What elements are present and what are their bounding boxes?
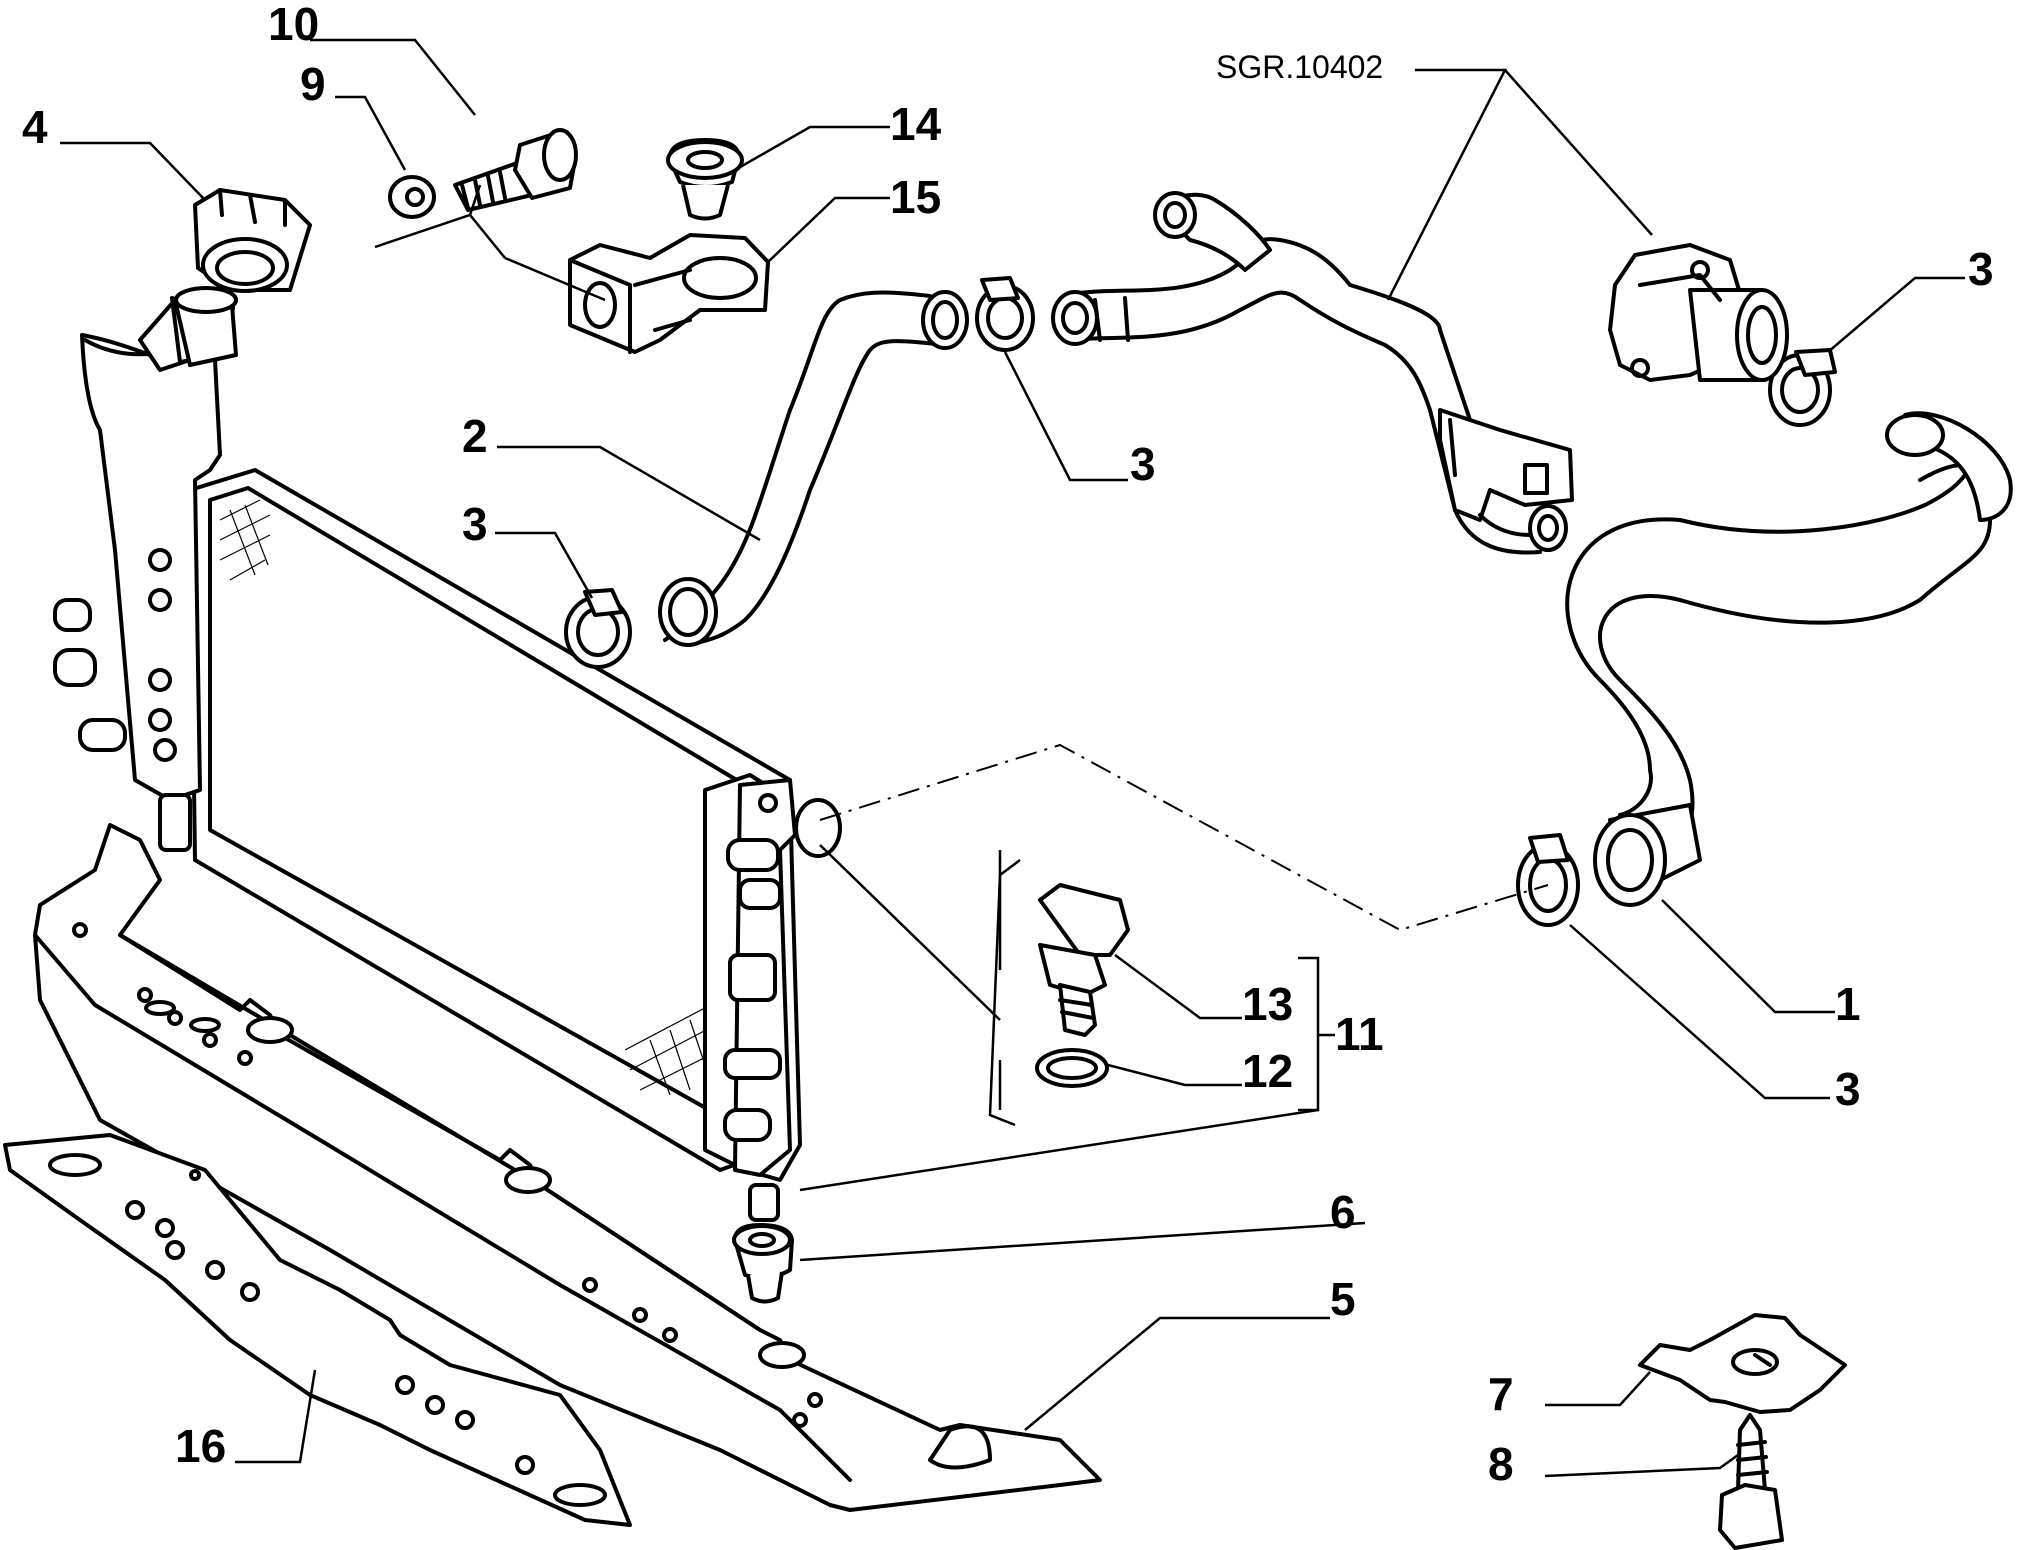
callout-lines bbox=[60, 38, 1965, 1478]
lower-hose bbox=[1565, 411, 2013, 907]
callout-label-3a: 3 bbox=[1130, 438, 1156, 490]
callout-label-3c: 3 bbox=[1968, 243, 1994, 295]
callout-label-9: 9 bbox=[300, 58, 326, 110]
bracket-mark bbox=[988, 859, 1021, 1127]
deflector-panel bbox=[3, 1133, 632, 1527]
reference-label: SGR.10402 bbox=[1216, 49, 1383, 85]
washer bbox=[388, 175, 436, 219]
drain-plug bbox=[1038, 883, 1130, 1037]
callout-label-12: 12 bbox=[1242, 1045, 1293, 1097]
callout-label-16: 16 bbox=[175, 1420, 226, 1472]
callout-label-10: 10 bbox=[268, 0, 319, 50]
callout-label-15: 15 bbox=[890, 171, 941, 223]
bolt bbox=[453, 128, 578, 212]
clip bbox=[1638, 1313, 1847, 1414]
thermostat-housing bbox=[1608, 243, 1789, 382]
callout-label-1: 1 bbox=[1835, 978, 1861, 1030]
callout-label-6: 6 bbox=[1330, 1186, 1356, 1238]
clamp bbox=[975, 276, 1035, 352]
callout-label-14: 14 bbox=[890, 98, 942, 150]
grommet bbox=[666, 138, 744, 221]
callout-label-8: 8 bbox=[1488, 1438, 1514, 1490]
screw bbox=[1718, 1413, 1784, 1550]
callout-label-13: 13 bbox=[1242, 978, 1293, 1030]
o-ring bbox=[1035, 1048, 1109, 1088]
bracket bbox=[568, 233, 770, 354]
upper-hose bbox=[658, 290, 969, 647]
callout-label-4: 4 bbox=[22, 101, 48, 153]
filler-cap bbox=[193, 188, 312, 293]
clamp bbox=[564, 588, 632, 669]
callout-label-7: 7 bbox=[1488, 1368, 1514, 1420]
clamp bbox=[1516, 833, 1580, 927]
callout-label-5: 5 bbox=[1330, 1273, 1356, 1325]
cross-member bbox=[33, 823, 1102, 1512]
callout-label-3b: 3 bbox=[462, 498, 488, 550]
callout-label-3d: 3 bbox=[1835, 1063, 1861, 1115]
pipe-assembly bbox=[1051, 191, 1574, 555]
callout-label-11: 11 bbox=[1335, 1008, 1384, 1060]
callout-label-2: 2 bbox=[462, 410, 488, 462]
radiator bbox=[53, 286, 842, 1222]
drain-grommet bbox=[732, 1223, 794, 1304]
clamp bbox=[1768, 348, 1837, 427]
